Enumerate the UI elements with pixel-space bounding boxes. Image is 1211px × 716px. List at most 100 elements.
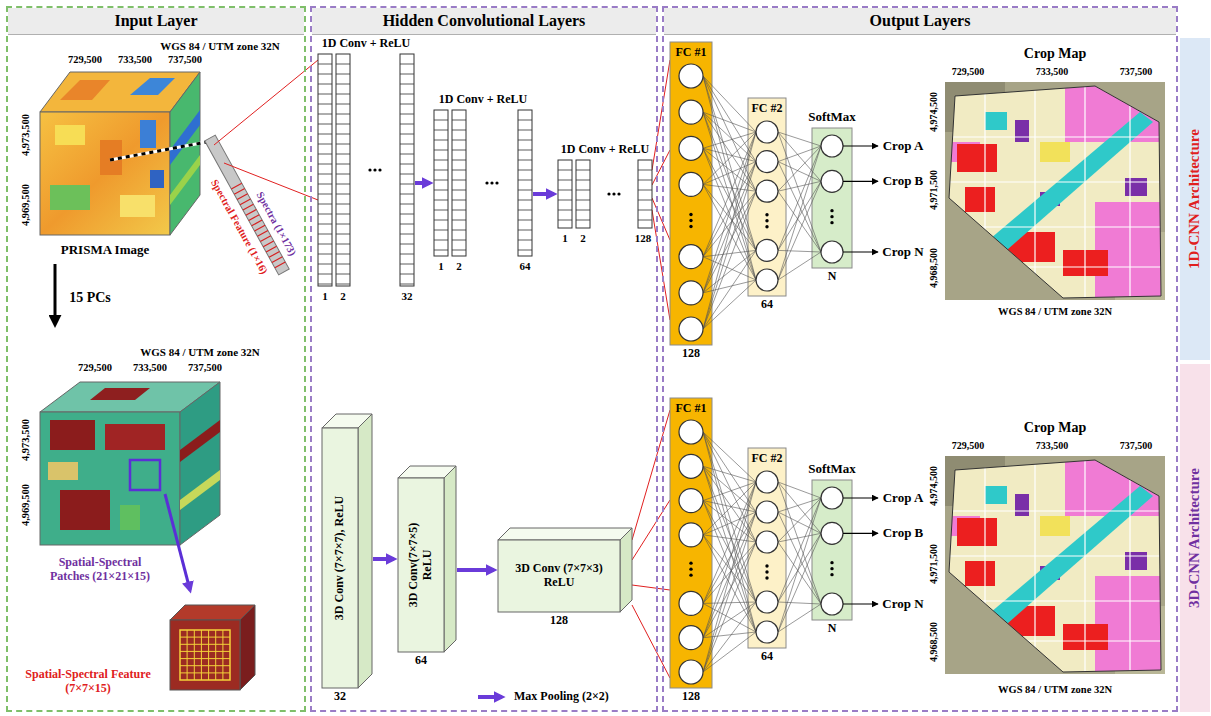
block-label: 3D Conv (7×7×7), ReLU — [333, 496, 347, 620]
ellipsis-dot — [830, 567, 833, 570]
layer-heading: SoftMax — [808, 110, 856, 125]
layer-heading: FC #1 — [670, 46, 712, 60]
filter-index: 2 — [456, 260, 462, 273]
layer-heading: 1D Conv + ReLU — [561, 143, 650, 157]
layer-panel: Input Layer — [6, 6, 306, 712]
architecture-band: 3D-CNN Architecture — [1180, 364, 1210, 712]
crs-label: WGS 84 / UTM zone 32N — [998, 306, 1112, 318]
neuron — [756, 471, 778, 493]
pc-cube — [60, 490, 110, 530]
feature-cell — [336, 144, 350, 145]
feature-cell — [400, 244, 414, 245]
feature-cell — [318, 224, 332, 225]
patch-cube — [170, 620, 240, 690]
dense-connection — [778, 146, 821, 191]
feature-cell — [400, 154, 414, 155]
axis-coordinate: 4,969,500 — [20, 484, 32, 526]
dense-connection — [703, 542, 756, 603]
neuron — [679, 523, 703, 547]
feature-cell — [336, 234, 350, 235]
feature-cell — [434, 130, 448, 131]
neuron — [679, 281, 703, 305]
feature-cell — [452, 240, 466, 241]
dense-connection — [703, 602, 756, 603]
prisma-cube — [55, 125, 85, 145]
dense-connection — [703, 132, 756, 329]
dense-connection — [778, 498, 821, 632]
feature-cell — [400, 134, 414, 135]
feature-lines — [214, 60, 318, 200]
filter-count: 32 — [334, 690, 346, 704]
dense-connection — [703, 482, 756, 638]
feature-cell — [576, 170, 590, 171]
feature-cell — [400, 274, 414, 275]
feature-cell — [558, 190, 572, 191]
crs-label: WGS 84 / UTM zone 32N — [160, 40, 279, 53]
axis-coordinate: 4,971,500 — [928, 170, 940, 210]
pc-cube — [40, 412, 180, 545]
patch-label: Spatial-Spectral Patches (21×21×15) — [39, 556, 161, 584]
feature-cell — [400, 254, 414, 255]
feature-cell — [318, 104, 332, 105]
dense-connection — [703, 112, 756, 280]
feature-cell — [434, 140, 448, 141]
feature-cell — [318, 264, 332, 265]
layer-heading: FC #2 — [748, 102, 786, 116]
feature-cell — [452, 230, 466, 231]
feature-cell — [318, 64, 332, 65]
dense-connection — [778, 512, 821, 533]
neuron — [679, 100, 703, 124]
dense-connection — [778, 191, 821, 252]
feature-cell — [434, 150, 448, 151]
class-label: Crop B — [883, 174, 924, 189]
prisma-cube — [150, 170, 164, 188]
ellipsis-dot — [607, 192, 610, 195]
feature-cell — [518, 140, 532, 141]
feature-cell — [452, 160, 466, 161]
dense-layer: FC #264 — [748, 448, 786, 648]
dense-connection — [778, 252, 821, 280]
dense-connection — [778, 146, 821, 250]
axis-coordinate: 729,500 — [952, 440, 985, 452]
dense-connection — [703, 466, 756, 482]
dense-connection — [778, 602, 821, 604]
output-arrow — [843, 533, 878, 534]
pooling-arrow — [457, 568, 494, 572]
feature-cell — [336, 274, 350, 275]
axis-coordinate: 733,500 — [118, 54, 152, 66]
feature-cell — [558, 200, 572, 201]
feature-cell — [518, 180, 532, 181]
feature-cell — [336, 64, 350, 65]
dense-connection — [778, 181, 821, 250]
feature-cell — [518, 170, 532, 171]
feature-cell — [400, 74, 414, 75]
layer-heading: Hidden Convolutional Layers — [312, 8, 656, 35]
feature-cell — [318, 204, 332, 205]
layer-heading: Input Layer — [8, 8, 304, 35]
dense-connection — [703, 512, 756, 672]
dense-layer: FC #1128 — [670, 42, 712, 345]
neuron — [679, 626, 703, 650]
dense-connection — [778, 162, 821, 182]
neuron — [756, 591, 778, 613]
legend-arrow — [478, 697, 502, 698]
axis-coordinate: 4,974,500 — [928, 466, 940, 506]
dense-connection — [703, 432, 756, 632]
pooling-arrow — [533, 192, 554, 196]
block-side — [444, 466, 456, 652]
feature-cell — [518, 120, 532, 121]
neuron — [821, 593, 843, 615]
feature-cell — [434, 190, 448, 191]
feature-cell — [452, 120, 466, 121]
dense-connection — [778, 181, 821, 191]
feature-cell — [318, 164, 332, 165]
feature-cell — [400, 104, 414, 105]
feature-cell — [400, 174, 414, 175]
filter-count: 32 — [402, 290, 413, 303]
dense-connection — [703, 250, 756, 256]
pc-cube — [50, 420, 95, 450]
feature-cell — [434, 170, 448, 171]
neuron — [679, 489, 703, 513]
dense-connection — [778, 542, 821, 604]
